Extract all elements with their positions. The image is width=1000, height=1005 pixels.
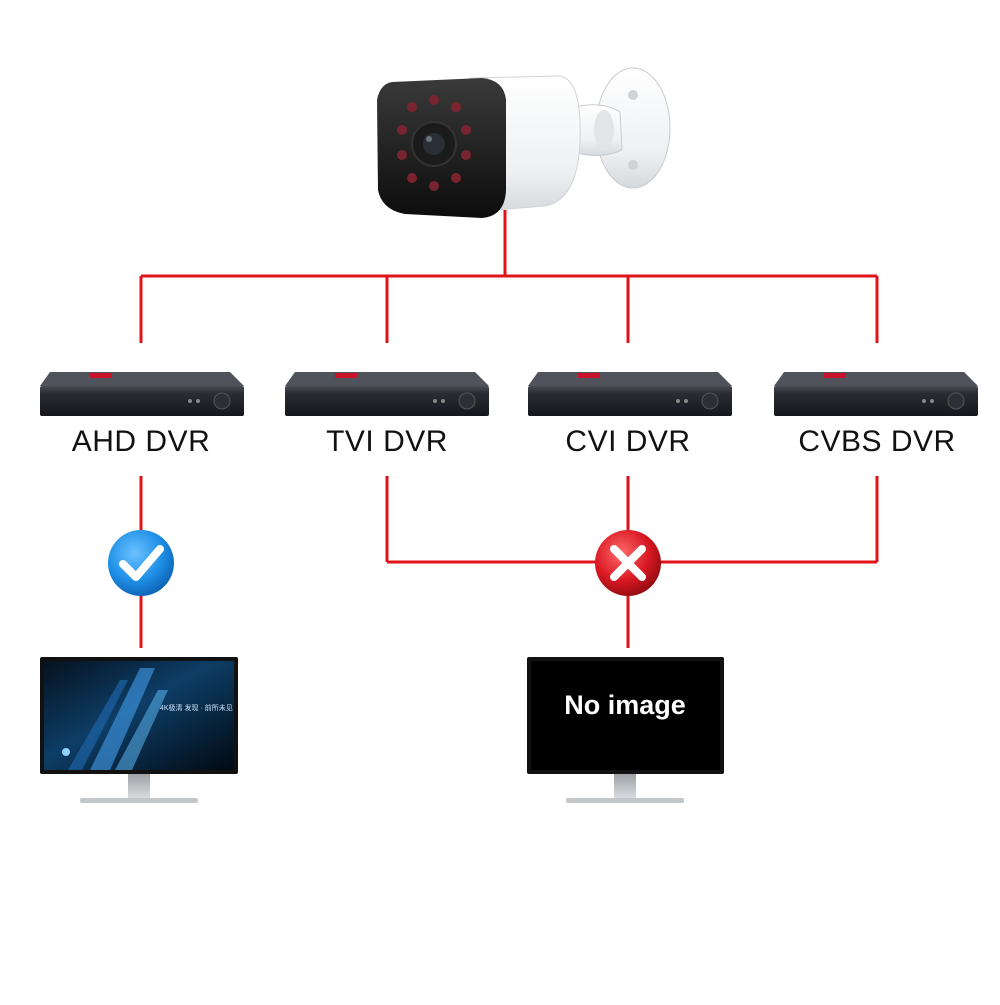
camera-lens-glass: [423, 133, 445, 155]
mount-screw-icon: [628, 90, 638, 100]
no-image-text: No image: [564, 690, 686, 720]
dvr-units: [40, 372, 978, 416]
ir-led-ring: [397, 95, 471, 191]
monitor-icon-left: [40, 657, 238, 803]
dvr-label-cvbs: CVBS DVR: [798, 425, 956, 458]
dvr-icon-cvi: [528, 372, 732, 416]
dvr-icon-cvbs: [774, 372, 978, 416]
lens-reflection: [426, 136, 432, 142]
monitor-left-screen-text: 4K极清 发现 · 前所未见: [160, 705, 233, 712]
monitor-screen-right: [531, 661, 720, 770]
check-circle-icon: [108, 530, 174, 596]
camera-joint: [594, 110, 614, 150]
x-circle-icon: [595, 530, 661, 596]
dvr-label-cvi: CVI DVR: [565, 425, 691, 458]
bullet-camera-icon: [377, 67, 671, 218]
dvr-label-ahd: AHD DVR: [71, 425, 211, 458]
dvr-icon-ahd: [40, 372, 244, 416]
mount-screw-icon: [628, 160, 638, 170]
dvr-label-tvi: TVI DVR: [326, 425, 448, 458]
dvr-icon-tvi: [285, 372, 489, 416]
monitor-icon-right: [527, 657, 724, 803]
